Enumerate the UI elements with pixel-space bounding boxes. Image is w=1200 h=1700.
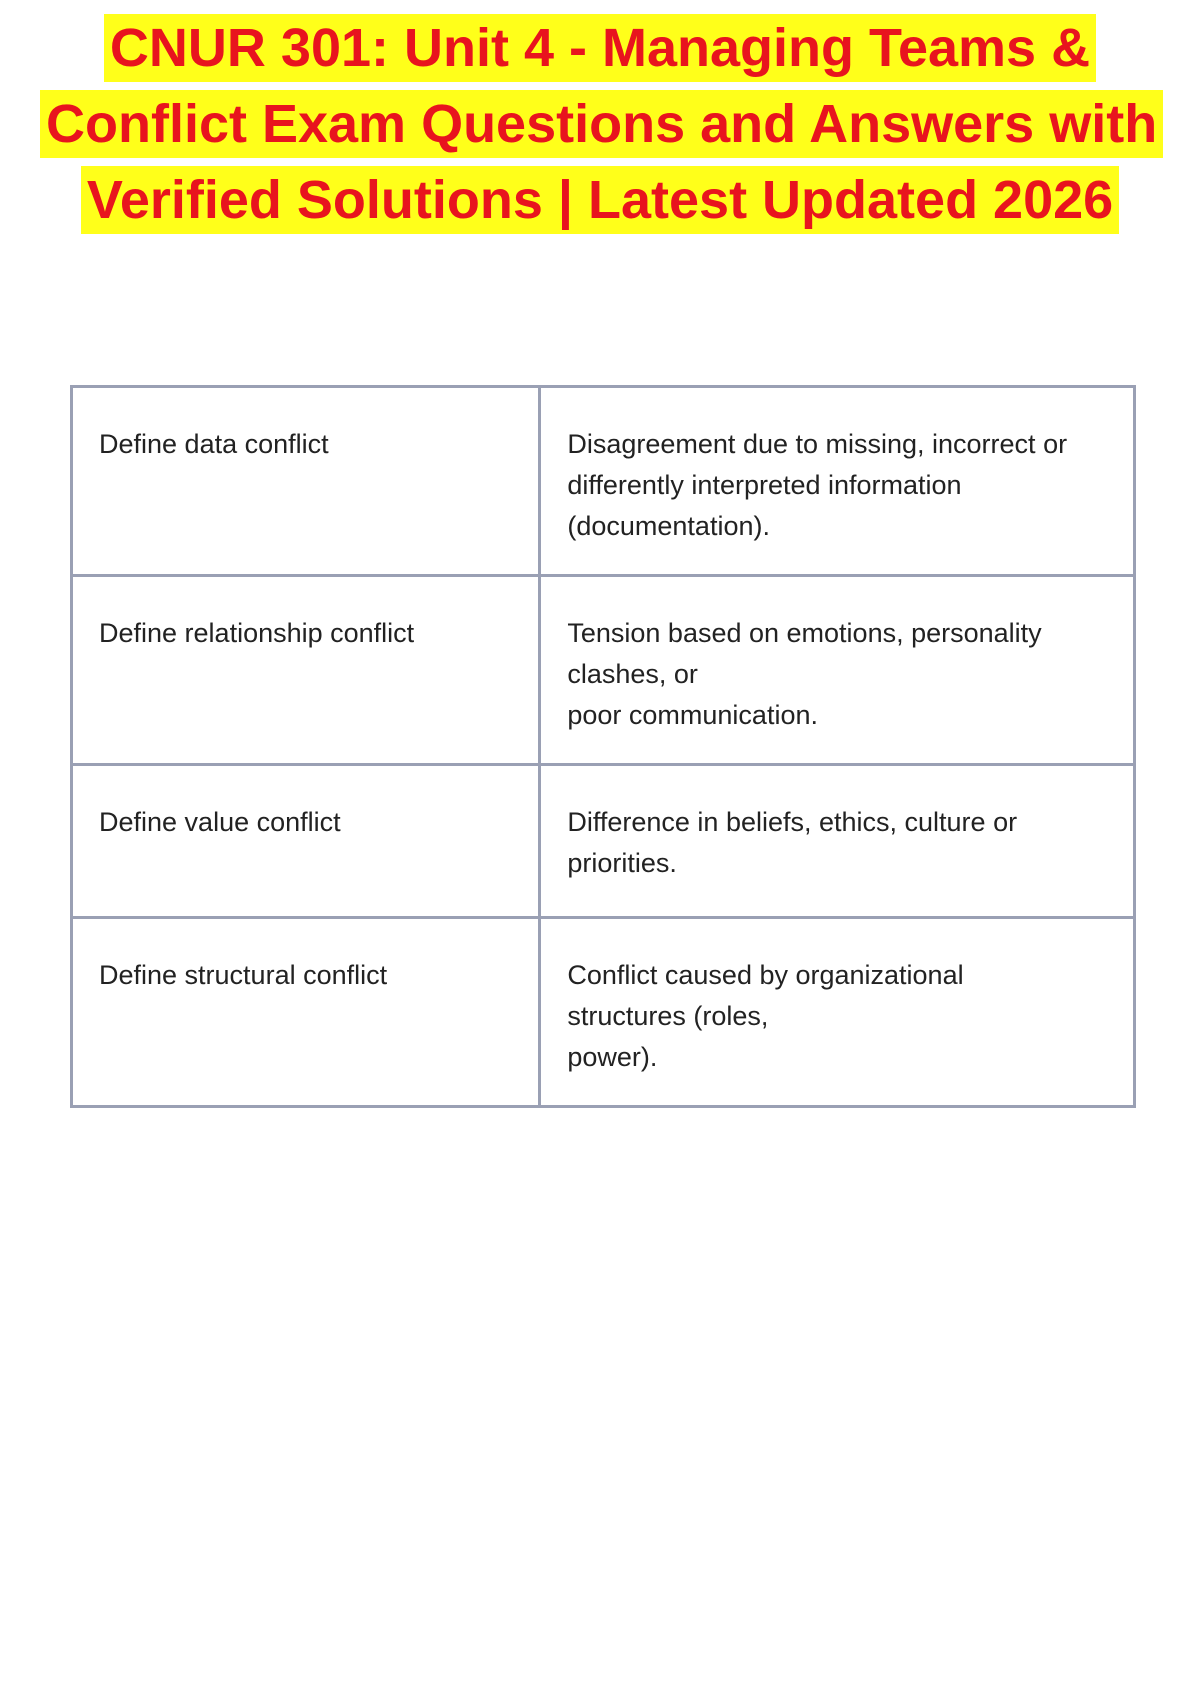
definition-cell: Difference in beliefs, ethics, culture o… [538, 763, 1136, 919]
table-row: Define value conflict Difference in beli… [69, 763, 1136, 919]
term-cell: Define value conflict [69, 763, 542, 919]
title-line-2: Conflict Exam Questions and Answers with [40, 90, 1164, 158]
definition-cell: Conflict caused by organizational struct… [538, 916, 1136, 1108]
table-row: Define relationship conflict Tension bas… [69, 574, 1136, 766]
definition-cell: Tension based on emotions, personality c… [538, 574, 1136, 766]
table-row: Define structural conflict Conflict caus… [69, 916, 1136, 1108]
qa-table: Define data conflict Disagreement due to… [69, 385, 1136, 1108]
document-title: CNUR 301: Unit 4 - Managing Teams & Conf… [40, 14, 1164, 242]
title-line-3: Verified Solutions | Latest Updated 2026 [80, 166, 1120, 234]
definition-cell: Disagreement due to missing, incorrect o… [538, 385, 1136, 577]
term-cell: Define data conflict [69, 385, 542, 577]
term-cell: Define relationship conflict [69, 574, 542, 766]
term-cell: Define structural conflict [69, 916, 542, 1108]
table-row: Define data conflict Disagreement due to… [69, 385, 1136, 577]
title-line-1: CNUR 301: Unit 4 - Managing Teams & [103, 14, 1097, 82]
